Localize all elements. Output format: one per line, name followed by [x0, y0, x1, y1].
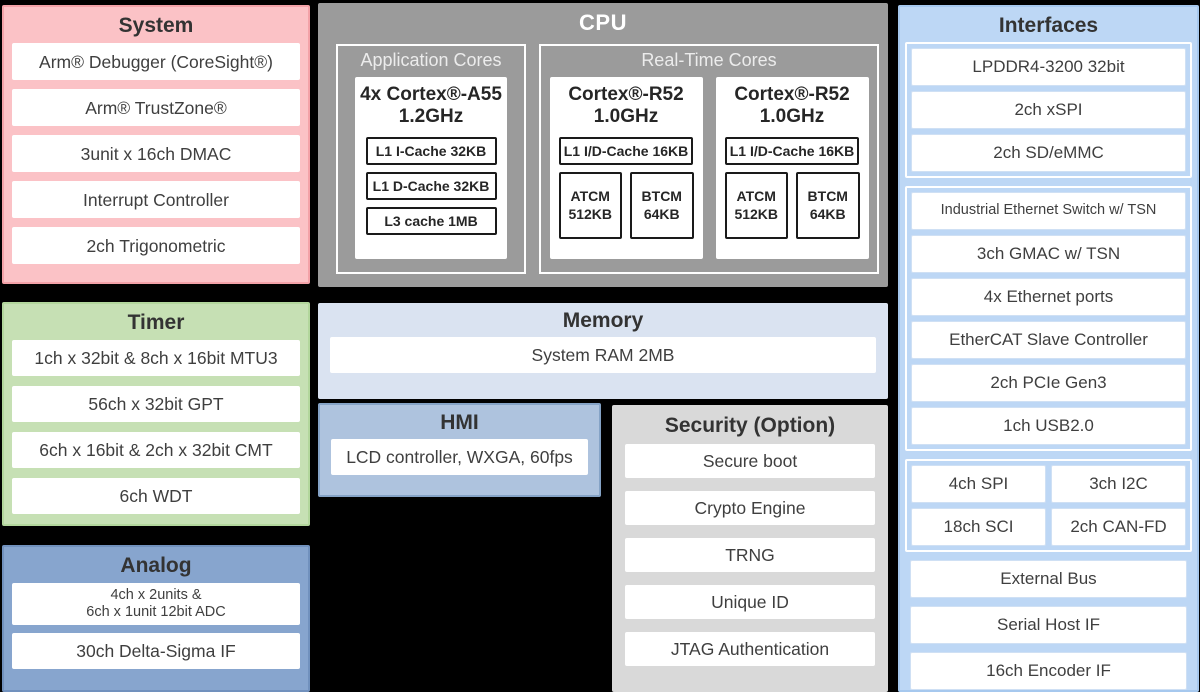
interface-item: 4x Ethernet ports [911, 278, 1186, 317]
interfaces-memory-group: LPDDR4-3200 32bit 2ch xSPI 2ch SD/eMMC [905, 42, 1192, 179]
cortex-r52-name: Cortex®-R52 1.0GHz [550, 77, 703, 137]
interface-item: Serial Host IF [910, 606, 1187, 645]
l1-dcache-box: L1 D-Cache 32KB [365, 171, 497, 200]
interface-item: 2ch xSPI [911, 91, 1186, 130]
btcm-size: 64KB [809, 206, 846, 223]
tcm-row: ATCM 512KB BTCM 64KB [724, 171, 860, 239]
cortex-r52-name-line: Cortex®-R52 [734, 84, 850, 105]
analog-title: Analog [120, 554, 192, 577]
application-cores-title: Application Cores [360, 50, 502, 70]
interface-item: Industrial Ethernet Switch w/ TSN [911, 192, 1186, 231]
atcm-box: ATCM 512KB [558, 171, 622, 239]
interfaces-serial-group: 4ch SPI 3ch I2C 18ch SCI 2ch CAN-FD [905, 459, 1192, 553]
security-item: JTAG Authentication [625, 632, 875, 667]
security-item-list: Secure boot Crypto Engine TRNG Unique ID… [612, 444, 888, 667]
security-item: Crypto Engine [625, 491, 875, 526]
l1-id-cache-box: L1 I/D-Cache 16KB [725, 136, 859, 165]
cortex-r52-freq: 1.0GHz [759, 106, 825, 128]
system-title: System [118, 14, 194, 37]
system-item: Interrupt Controller [12, 181, 300, 219]
timer-title: Timer [127, 311, 185, 334]
interfaces-content: LPDDR4-3200 32bit 2ch xSPI 2ch SD/eMMC I… [900, 41, 1197, 691]
system-item: 2ch Trigonometric [12, 227, 300, 265]
security-item: Secure boot [625, 444, 875, 479]
analog-item-adc: 4ch x 2units & 6ch x 1unit 12bit ADC [12, 583, 300, 626]
tcm-row: ATCM 512KB BTCM 64KB [558, 171, 694, 239]
timer-item: 1ch x 32bit & 8ch x 16bit MTU3 [12, 340, 300, 377]
cortex-a55-freq: 1.2GHz [398, 106, 464, 128]
real-time-cores-row: Cortex®-R52 1.0GHz L1 I/D-Cache 16KB ATC… [541, 77, 877, 259]
timer-item-list: 1ch x 32bit & 8ch x 16bit MTU3 56ch x 32… [4, 340, 308, 515]
system-item: Arm® TrustZone® [12, 89, 300, 127]
btcm-name: BTCM [641, 188, 682, 205]
memory-block: Memory System RAM 2MB [318, 303, 888, 399]
interface-item: External Bus [910, 560, 1187, 599]
hmi-block: HMI LCD controller, WXGA, 60fps [318, 403, 601, 497]
cortex-a55-name-line: 4x Cortex®-A55 [360, 84, 502, 105]
timer-item: 6ch WDT [12, 478, 300, 515]
l1-icache-box: L1 I-Cache 32KB [365, 136, 497, 165]
btcm-size: 64KB [643, 206, 680, 223]
interface-item: 2ch SD/eMMC [911, 134, 1186, 173]
memory-item: System RAM 2MB [330, 337, 876, 374]
real-time-cores-group: Real-Time Cores Cortex®-R52 1.0GHz L1 I/… [539, 44, 879, 274]
atcm-name: ATCM [736, 188, 776, 205]
cpu-title: CPU [579, 10, 627, 35]
security-title: Security (Option) [664, 414, 836, 437]
interface-item: 3ch GMAC w/ TSN [911, 235, 1186, 274]
interfaces-network-group: Industrial Ethernet Switch w/ TSN 3ch GM… [905, 186, 1192, 452]
interface-item: 18ch SCI [911, 508, 1046, 547]
cortex-r52-card: Cortex®-R52 1.0GHz L1 I/D-Cache 16KB ATC… [715, 77, 869, 259]
interface-item: 3ch I2C [1051, 465, 1186, 504]
security-block: Security (Option) Secure boot Crypto Eng… [612, 405, 888, 692]
hmi-title: HMI [440, 411, 479, 434]
interface-item: 1ch USB2.0 [911, 407, 1186, 446]
btcm-box: BTCM 64KB [630, 171, 694, 239]
l3-cache-box: L3 cache 1MB [365, 206, 497, 235]
cortex-r52-freq: 1.0GHz [593, 106, 659, 128]
btcm-name: BTCM [807, 188, 848, 205]
interface-item: EtherCAT Slave Controller [911, 321, 1186, 360]
timer-item: 6ch x 16bit & 2ch x 32bit CMT [12, 432, 300, 469]
interface-item: 2ch CAN-FD [1051, 508, 1186, 547]
atcm-size: 512KB [734, 206, 779, 223]
atcm-size: 512KB [568, 206, 613, 223]
system-block: System Arm® Debugger (CoreSight®) Arm® T… [2, 5, 310, 284]
interface-item: 2ch PCIe Gen3 [911, 364, 1186, 403]
adc-line1: 4ch x 2units & [110, 587, 202, 604]
system-item: 3unit x 16ch DMAC [12, 135, 300, 173]
hmi-item: LCD controller, WXGA, 60fps [331, 439, 588, 476]
atcm-name: ATCM [570, 188, 610, 205]
cortex-r52-name-line: Cortex®-R52 [568, 84, 684, 105]
timer-item: 56ch x 32bit GPT [12, 386, 300, 423]
adc-line2: 6ch x 1unit 12bit ADC [86, 604, 226, 621]
l1-id-cache-box: L1 I/D-Cache 16KB [559, 136, 693, 165]
cpu-block: CPU Application Cores 4x Cortex®-A55 1.2… [318, 3, 888, 287]
atcm-box: ATCM 512KB [724, 171, 788, 239]
interface-item: LPDDR4-3200 32bit [911, 48, 1186, 87]
timer-block: Timer 1ch x 32bit & 8ch x 16bit MTU3 56c… [2, 302, 310, 526]
interfaces-title: Interfaces [998, 14, 1099, 37]
analog-item-delta-sigma: 30ch Delta-Sigma IF [12, 633, 300, 670]
memory-title: Memory [562, 309, 644, 332]
analog-block: Analog 4ch x 2units & 6ch x 1unit 12bit … [2, 545, 310, 692]
cortex-r52-name: Cortex®-R52 1.0GHz [716, 77, 869, 137]
system-item-list: Arm® Debugger (CoreSight®) Arm® TrustZon… [4, 43, 308, 265]
cortex-r52-card: Cortex®-R52 1.0GHz L1 I/D-Cache 16KB ATC… [549, 77, 703, 259]
application-cores-group: Application Cores 4x Cortex®-A55 1.2GHz … [336, 44, 526, 274]
interface-item: 16ch Encoder IF [910, 652, 1187, 691]
real-time-cores-title: Real-Time Cores [641, 50, 777, 70]
cortex-a55-card: 4x Cortex®-A55 1.2GHz L1 I-Cache 32KB L1… [355, 77, 507, 259]
system-item: Arm® Debugger (CoreSight®) [12, 43, 300, 81]
cortex-a55-name: 4x Cortex®-A55 1.2GHz [355, 77, 507, 137]
interfaces-block: Interfaces LPDDR4-3200 32bit 2ch xSPI 2c… [898, 5, 1199, 692]
security-item: Unique ID [625, 585, 875, 620]
security-item: TRNG [625, 538, 875, 573]
analog-item-list: 4ch x 2units & 6ch x 1unit 12bit ADC 30c… [4, 583, 308, 670]
interface-item: 4ch SPI [911, 465, 1046, 504]
btcm-box: BTCM 64KB [796, 171, 860, 239]
